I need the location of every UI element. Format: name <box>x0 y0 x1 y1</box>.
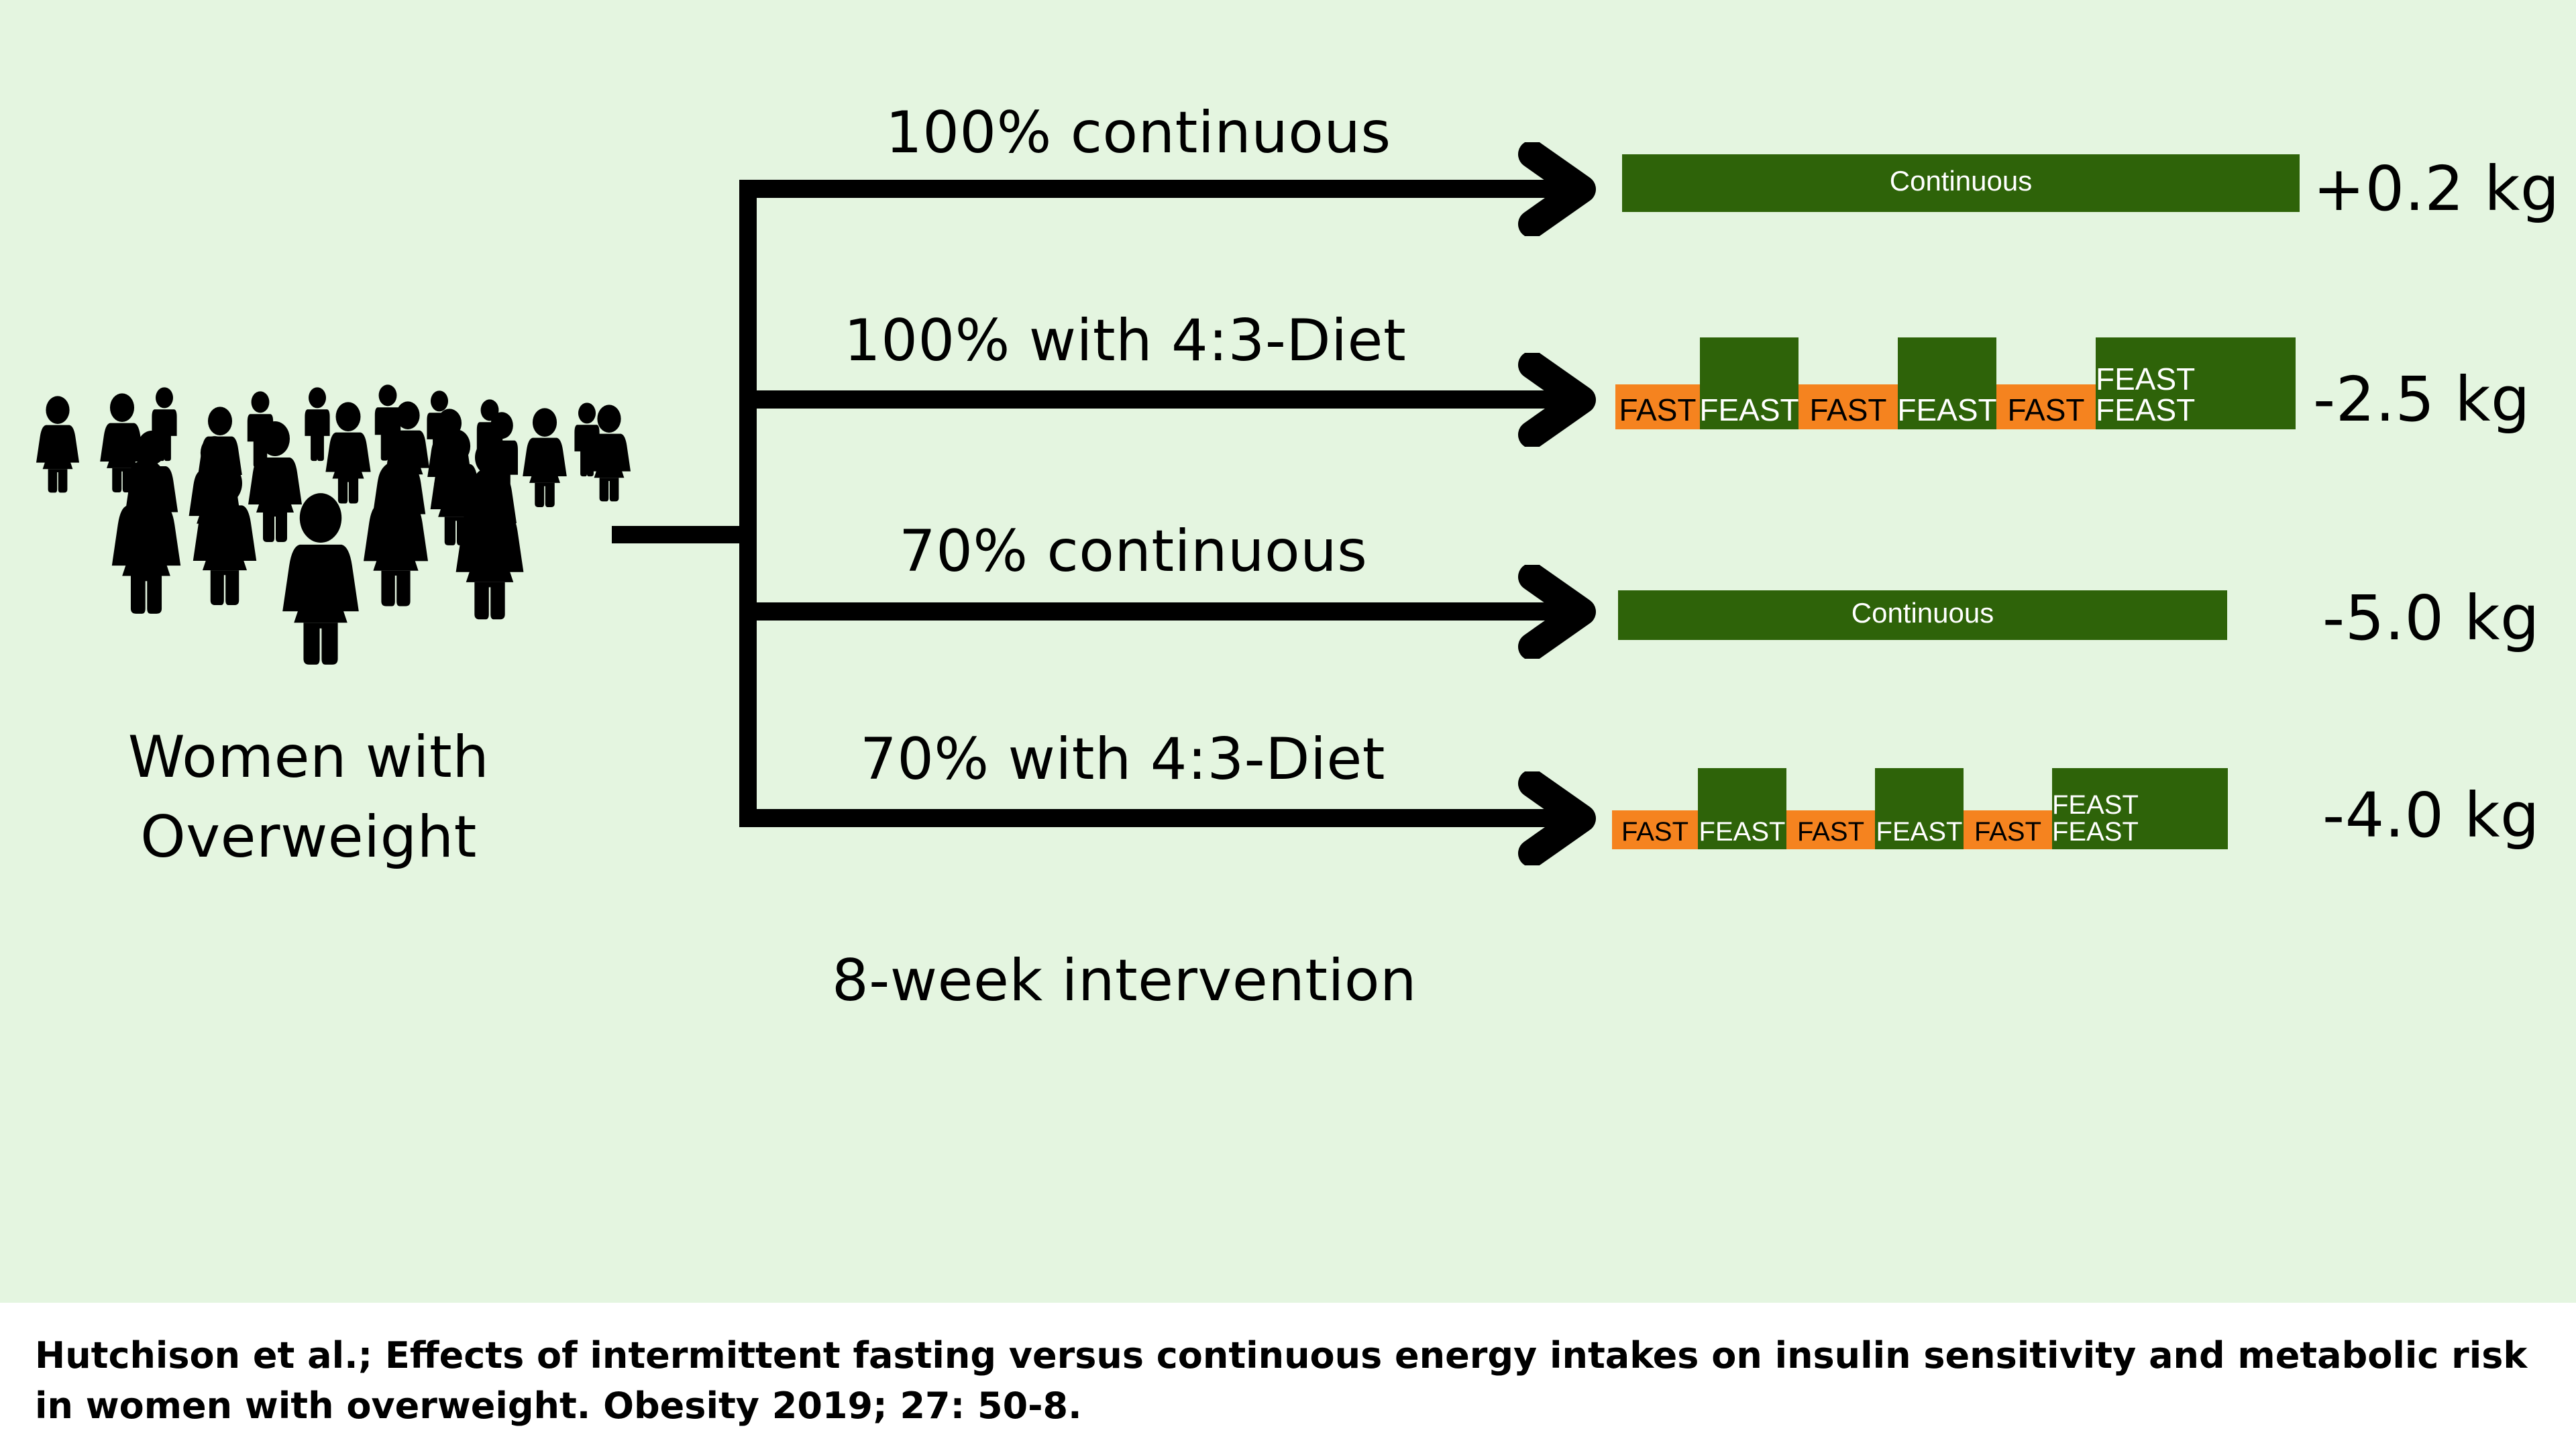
block-fast-2: FAST <box>1799 384 1898 429</box>
schedule-arm-4: FAST FEAST FAST FEAST FAST FEAST FEAST <box>1612 765 2236 855</box>
block-feast-1: FEAST <box>1700 337 1799 429</box>
group-caption-line2: Overweight <box>140 803 477 871</box>
duration-label: 8-week intervention <box>832 947 1417 1014</box>
block-label: FEAST <box>1876 817 1963 847</box>
result-arm-2: -2.5 kg <box>2313 364 2530 435</box>
block-fast-1: FAST <box>1615 384 1700 429</box>
block-feast-1: FEAST <box>1698 768 1786 849</box>
arrowhead-1 <box>1518 142 1596 236</box>
arrowhead-4 <box>1518 771 1596 865</box>
citation-line1: Hutchison et al.; Effects of intermitten… <box>35 1334 2528 1377</box>
block-label: Continuous <box>1851 597 1994 629</box>
branch-line-3 <box>739 602 1585 621</box>
block-label: FEAST FEAST <box>2052 790 2139 847</box>
citation-footer: Hutchison et al.; Effects of intermitten… <box>0 1303 2576 1449</box>
block-continuous: Continuous <box>1622 154 2300 212</box>
block-label: FAST <box>1796 817 1865 847</box>
crowd-of-people-icon <box>20 322 631 738</box>
arm-label-4: 70% with 4:3-Diet <box>860 726 1385 793</box>
tree-stem <box>612 526 755 543</box>
block-label: FEAST FEAST <box>2096 362 2196 427</box>
arm-label-1: 100% continuous <box>885 99 1391 166</box>
block-feast-2: FEAST <box>1898 337 1996 429</box>
block-fast-2: FAST <box>1786 810 1875 849</box>
schedule-arm-3: Continuous <box>1618 590 2229 657</box>
arrowhead-2 <box>1518 353 1596 447</box>
schedule-arm-1: Continuous <box>1622 154 2300 228</box>
block-continuous: Continuous <box>1618 590 2227 640</box>
block-fast-3: FAST <box>1996 384 2096 429</box>
block-feast-3: FEAST FEAST <box>2096 337 2296 429</box>
result-arm-4: -4.0 kg <box>2322 780 2540 851</box>
result-arm-1: +0.2 kg <box>2313 153 2560 225</box>
block-label: FAST <box>2007 392 2085 427</box>
block-label: FAST <box>1809 392 1887 427</box>
block-label: FAST <box>1974 817 2042 847</box>
group-caption: Women with Overweight <box>40 718 577 877</box>
branch-line-2 <box>739 390 1585 409</box>
branch-line-1 <box>739 180 1585 198</box>
result-arm-3: -5.0 kg <box>2322 582 2540 654</box>
block-fast-3: FAST <box>1964 810 2052 849</box>
block-label: FEAST <box>1700 392 1799 427</box>
arm-label-3: 70% continuous <box>899 518 1368 585</box>
block-label: Continuous <box>1889 165 2033 197</box>
tree-trunk <box>739 180 757 826</box>
block-feast-2: FEAST <box>1875 768 1964 849</box>
figure-panel: Women with Overweight 100% continuous <box>0 0 2576 1303</box>
block-label: FAST <box>1621 817 1689 847</box>
citation-line2: in women with overweight. Obesity 2019; … <box>35 1384 1082 1427</box>
branch-line-4 <box>739 809 1585 827</box>
block-label: FAST <box>1619 392 1697 427</box>
block-feast-3: FEAST FEAST <box>2052 768 2228 849</box>
block-label: FEAST <box>1898 392 1996 427</box>
schedule-arm-2: FAST FEAST FAST FEAST FAST FEAST FEAST <box>1615 332 2313 439</box>
arm-label-2: 100% with 4:3-Diet <box>844 307 1407 374</box>
block-fast-1: FAST <box>1612 810 1698 849</box>
arrowhead-3 <box>1518 565 1596 659</box>
group-caption-line1: Women with <box>127 724 490 791</box>
block-label: FEAST <box>1699 817 1786 847</box>
